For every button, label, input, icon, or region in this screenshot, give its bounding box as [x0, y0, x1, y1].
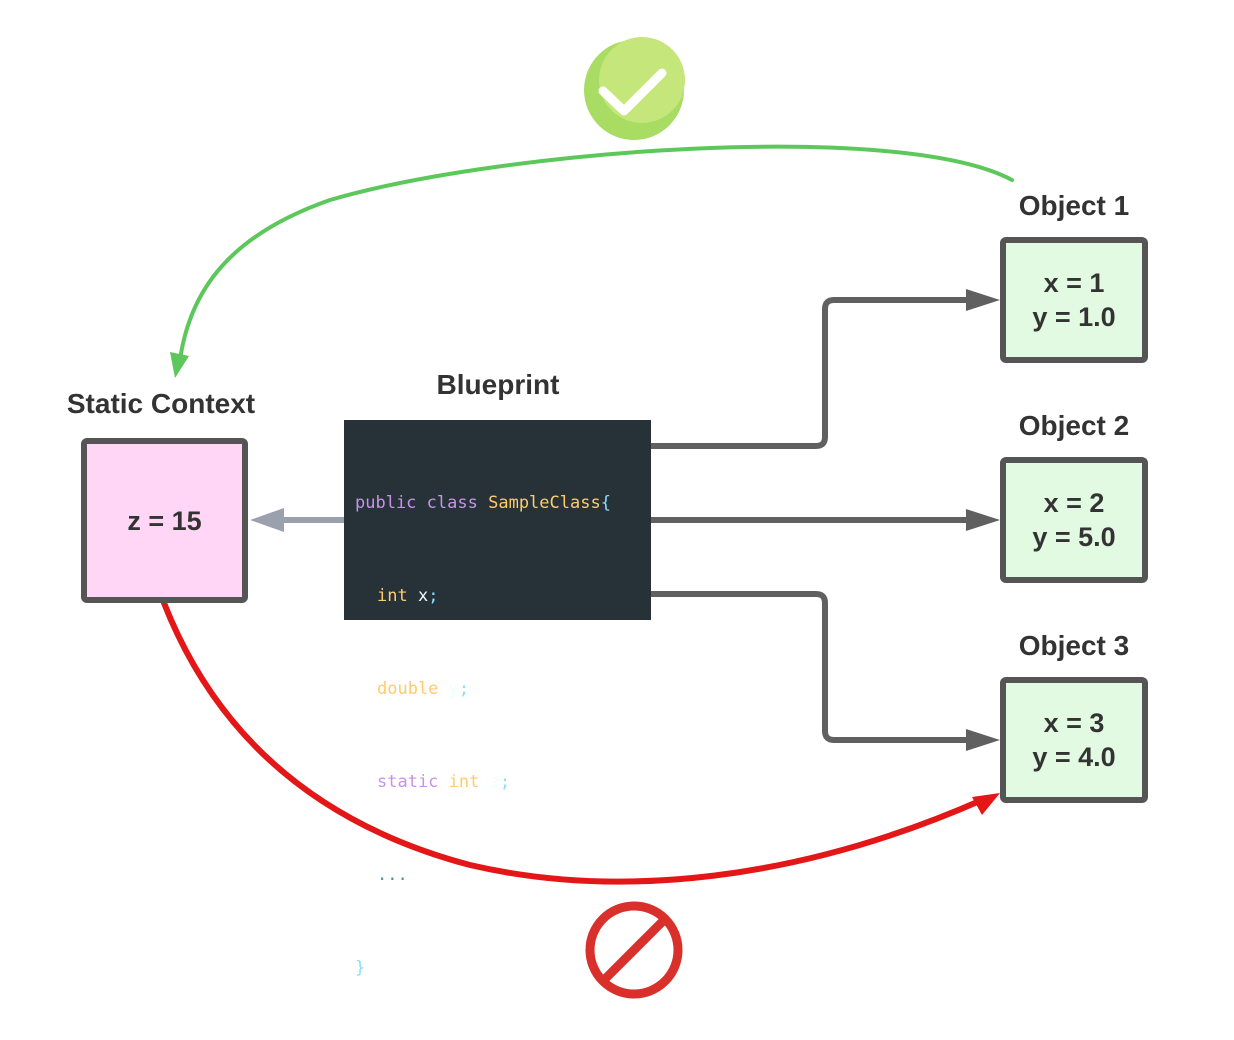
code-line-field-y: double y;	[355, 674, 651, 705]
object2-label: Object 2	[1018, 410, 1130, 441]
object1-x-value: x = 1	[1043, 268, 1105, 298]
object3-x-value: x = 3	[1043, 708, 1105, 738]
code-var-y: y	[448, 679, 459, 699]
prohibited-icon	[585, 901, 683, 999]
connector-object3-arrowhead	[966, 729, 1000, 751]
blueprint-to-static-arrowhead	[250, 508, 284, 532]
connector-object1	[651, 297, 970, 449]
object2-box: x = 2 y = 5.0	[1000, 457, 1148, 583]
code-ellipsis: ...	[377, 865, 408, 885]
code-var-x: x	[417, 586, 429, 606]
code-class-name: SampleClass	[488, 493, 601, 513]
code-semicolon: ;	[499, 772, 511, 792]
code-type-int: int	[448, 772, 480, 792]
code-var-z: z	[489, 772, 500, 792]
code-semicolon: ;	[428, 586, 439, 606]
object1-box: x = 1 y = 1.0	[1000, 237, 1148, 363]
object1-y-value: y = 1.0	[1032, 302, 1116, 332]
code-semicolon: ;	[458, 679, 470, 699]
connector-object1-arrowhead	[966, 289, 1000, 311]
code-close-brace: }	[355, 958, 366, 978]
code-type-double: double	[377, 679, 439, 699]
code-line-ellipsis: ...	[355, 860, 651, 891]
forbidden-access-arrowhead	[972, 793, 1000, 815]
code-keyword-public: public	[355, 493, 417, 513]
object2-y-value: y = 5.0	[1032, 522, 1116, 552]
code-line-field-x: int x;	[355, 581, 651, 612]
blueprint-label: Blueprint	[436, 369, 560, 400]
static-variable-value: z = 15	[127, 505, 202, 536]
object1-label: Object 1	[1018, 190, 1130, 221]
code-open-brace: {	[600, 493, 611, 513]
object3-box: x = 3 y = 4.0	[1000, 677, 1148, 803]
code-line-field-z: static int z;	[355, 767, 651, 798]
connector-object3	[651, 591, 970, 743]
code-line-close-brace: }	[355, 953, 651, 984]
static-context-label: Static Context	[66, 388, 256, 419]
check-circle-icon	[584, 37, 685, 140]
object3-label: Object 3	[1018, 630, 1130, 661]
static-context-box: z = 15	[81, 438, 248, 603]
code-keyword-static: static	[377, 772, 439, 792]
allowed-access-arrow	[178, 144, 1014, 362]
allowed-access-arrowhead	[170, 352, 189, 378]
code-keyword-class: class	[426, 493, 478, 513]
connector-object2-arrowhead	[966, 509, 1000, 531]
code-line-class-declaration: public class SampleClass{	[355, 488, 651, 519]
blueprint-code-panel: public class SampleClass{ int x; double …	[344, 420, 651, 978]
code-type-int: int	[377, 586, 408, 606]
forbidden-access-arrow	[161, 600, 985, 885]
object3-y-value: y = 4.0	[1032, 742, 1116, 772]
object2-x-value: x = 2	[1043, 488, 1105, 518]
